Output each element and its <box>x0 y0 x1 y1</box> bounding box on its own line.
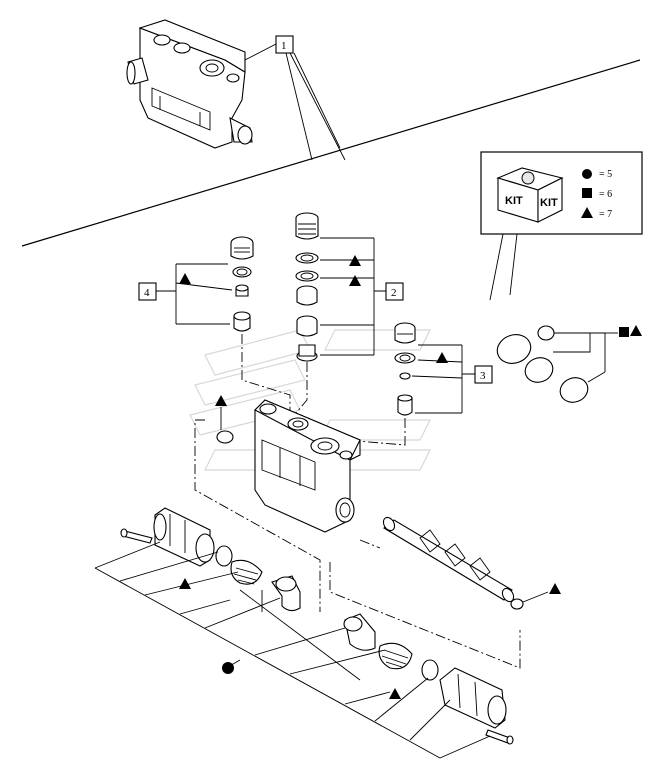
valve-body <box>254 399 361 533</box>
callout-4-label: 4 <box>144 287 150 299</box>
circle-symbol-icon <box>222 662 234 674</box>
section-divider-line <box>21 59 641 247</box>
kit-legend-border <box>480 151 643 235</box>
triangle-symbol-icon <box>581 207 593 218</box>
triangle-symbol-icon <box>215 395 227 406</box>
legend-entry-circle: = 5 <box>599 169 612 180</box>
kit-legend: KIT KIT = 5 = 6 = 7 <box>480 151 643 235</box>
triangle-symbol-icon <box>436 352 448 363</box>
kit-label-left: KIT <box>505 195 523 207</box>
triangle-symbol-icon <box>549 583 561 594</box>
callout-4: 4 <box>138 263 233 325</box>
spool <box>382 516 561 610</box>
item-4-parts <box>230 236 291 420</box>
circle-symbol-icon <box>582 169 592 179</box>
item-2-parts <box>289 212 319 421</box>
triangle-symbol-icon <box>349 255 361 266</box>
square-symbol-icon <box>619 327 629 337</box>
callout-1: 1 <box>244 35 346 161</box>
kit-box-icon: KIT KIT <box>496 167 564 223</box>
square-symbol-icon <box>582 188 592 198</box>
callout-3-label: 3 <box>480 370 486 382</box>
triangle-symbol-icon <box>389 688 401 699</box>
item-3-parts <box>344 322 416 446</box>
triangle-symbol-icon <box>179 578 191 589</box>
callout-3: 3 <box>411 344 493 414</box>
assembled-valve-section <box>126 19 253 149</box>
triangle-symbol-icon <box>630 325 642 336</box>
end-cap-right <box>343 613 514 745</box>
seal-rings <box>496 325 642 403</box>
end-cap-left <box>120 507 301 612</box>
callout-2-label: 2 <box>391 287 397 299</box>
legend-entry-square: = 6 <box>599 189 612 200</box>
callout-2: 2 <box>320 237 404 356</box>
small-oring-left <box>215 395 234 444</box>
legend-entry-triangle: = 7 <box>599 209 612 220</box>
callout-1-label: 1 <box>281 40 287 52</box>
kit-label-right: KIT <box>540 197 558 209</box>
kit-leader-lines <box>94 541 491 759</box>
triangle-symbol-icon <box>349 275 361 286</box>
triangle-symbol-icon <box>179 273 191 284</box>
